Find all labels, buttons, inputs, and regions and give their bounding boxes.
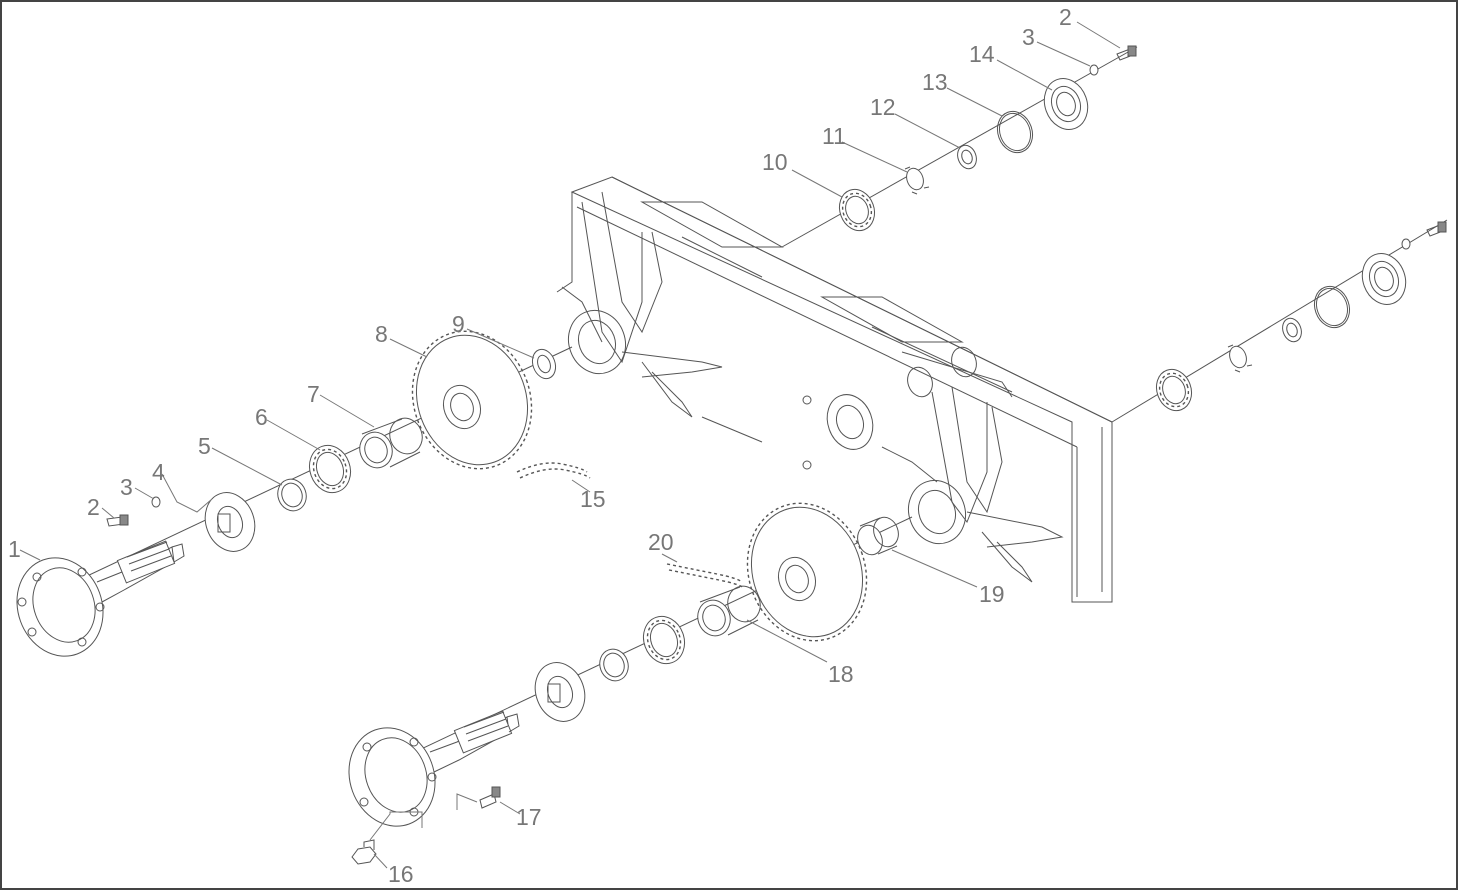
assembly-axis-lines [31,46,1448,778]
thrust-washer-upper [531,348,557,380]
roller-bearing-right [1155,368,1193,412]
tab-washer-top [904,166,930,195]
sleeve-upper [359,417,423,469]
axle-shaft-right [348,710,520,827]
bolt-left [106,514,129,527]
o-ring-top [996,110,1034,154]
callout-10: 10 [762,149,788,175]
callout-6: 6 [255,404,268,430]
callout-17: 17 [516,804,542,830]
callout-14: 14 [969,41,995,67]
thrust-washer-lower [857,516,899,556]
washer-right [1401,238,1411,250]
bolt-top [1116,45,1137,61]
roller-bearing-upper-left [308,444,352,494]
callout-20: 20 [648,529,674,555]
callout-3-left: 3 [120,474,133,500]
leader-lines [19,21,1121,869]
spacer-ring-lower [599,648,629,682]
sprocket-upper [411,330,533,470]
lock-nut-right [1282,317,1302,343]
callout-13: 13 [922,69,948,95]
o-ring-right [1313,285,1351,329]
callout-8: 8 [375,321,388,347]
axle-shaft-left [16,540,185,657]
lock-nut-top [957,144,977,170]
gearbox-housing [556,176,1113,603]
callout-18: 18 [828,661,854,687]
end-cap-right [1361,253,1407,305]
callout-19: 19 [979,581,1005,607]
spacer-ring-upper [277,478,307,512]
washer-left [151,496,161,508]
roller-bearing-lower-left [642,615,686,665]
callout-2-top: 2 [1059,4,1072,30]
callout-labels: 1 2 3 4 5 6 7 8 9 10 11 12 13 14 3 2 15 … [8,4,1072,887]
callout-5: 5 [198,433,211,459]
tab-washer-right [1227,344,1253,373]
callout-7: 7 [307,381,320,407]
sprocket-lower [746,502,868,642]
callout-9: 9 [452,311,465,337]
drain-plug [351,839,377,865]
callout-16: 16 [388,861,414,887]
end-cap-top [1043,78,1089,130]
washer-top [1089,64,1099,76]
callout-15: 15 [580,486,606,512]
roller-bearing-top [838,188,876,232]
drive-chain-upper [516,462,591,479]
callout-11: 11 [822,123,846,149]
callout-3-top: 3 [1022,24,1035,50]
sleeve-lower [697,585,761,637]
drive-chain-lower [666,563,745,589]
bearing-flange-lower [534,662,586,722]
callout-2-left: 2 [87,494,100,520]
callout-12: 12 [870,94,896,120]
breather-fitting [479,786,501,809]
bearing-flange-upper [204,492,256,552]
bolt-right [1426,221,1447,237]
callout-1: 1 [8,536,21,562]
callout-4: 4 [152,459,165,485]
